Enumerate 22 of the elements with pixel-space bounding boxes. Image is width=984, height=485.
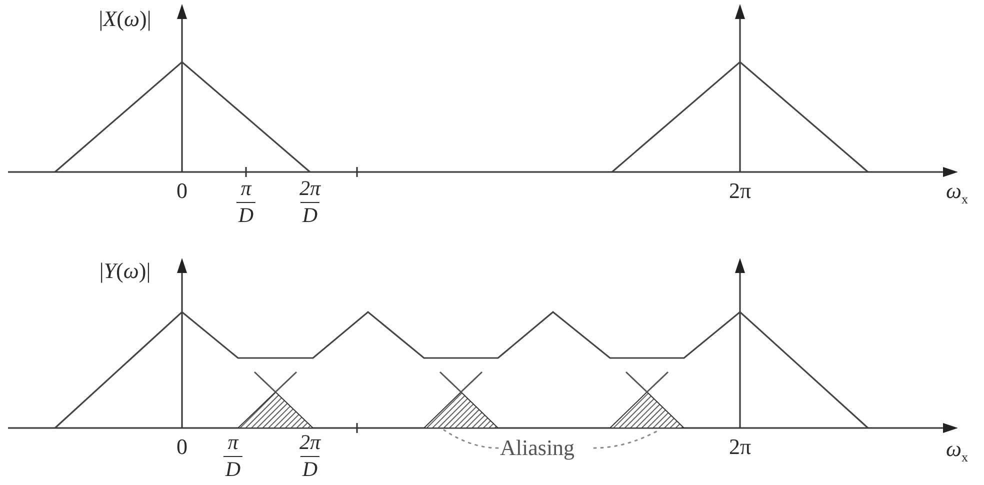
aliasing-overlap-region: [236, 391, 314, 428]
fraction-numerator: 2π: [298, 178, 322, 201]
aliasing-overlap-region: [608, 391, 686, 428]
fraction-numerator: π: [240, 178, 253, 201]
annotation-text: Aliasing: [500, 436, 592, 460]
axis-tick-label: 0: [176, 180, 188, 202]
fraction-denominator: D: [300, 456, 320, 480]
axis-title: |Y(ω)|: [99, 260, 151, 282]
leader-line: [443, 429, 499, 449]
axis-tick-label: ω$_{x}$: [946, 438, 968, 464]
fraction-numerator: 2π: [298, 432, 322, 455]
aliasing-overlap-region: [422, 391, 500, 428]
fraction-denominator: D: [223, 456, 243, 480]
axis-tick-label: 2π: [728, 180, 752, 202]
axis-tick-label: 2π: [728, 436, 752, 458]
fraction-denominator: D: [300, 202, 320, 226]
axis-tick-label: 0: [176, 436, 188, 458]
axis-tick-label: ω$_{x}$: [946, 180, 968, 206]
fraction-denominator: D: [236, 202, 256, 226]
fraction-numerator: π: [226, 432, 240, 455]
axis-title: |X(ω)|: [98, 8, 152, 30]
leader-line: [593, 429, 660, 449]
